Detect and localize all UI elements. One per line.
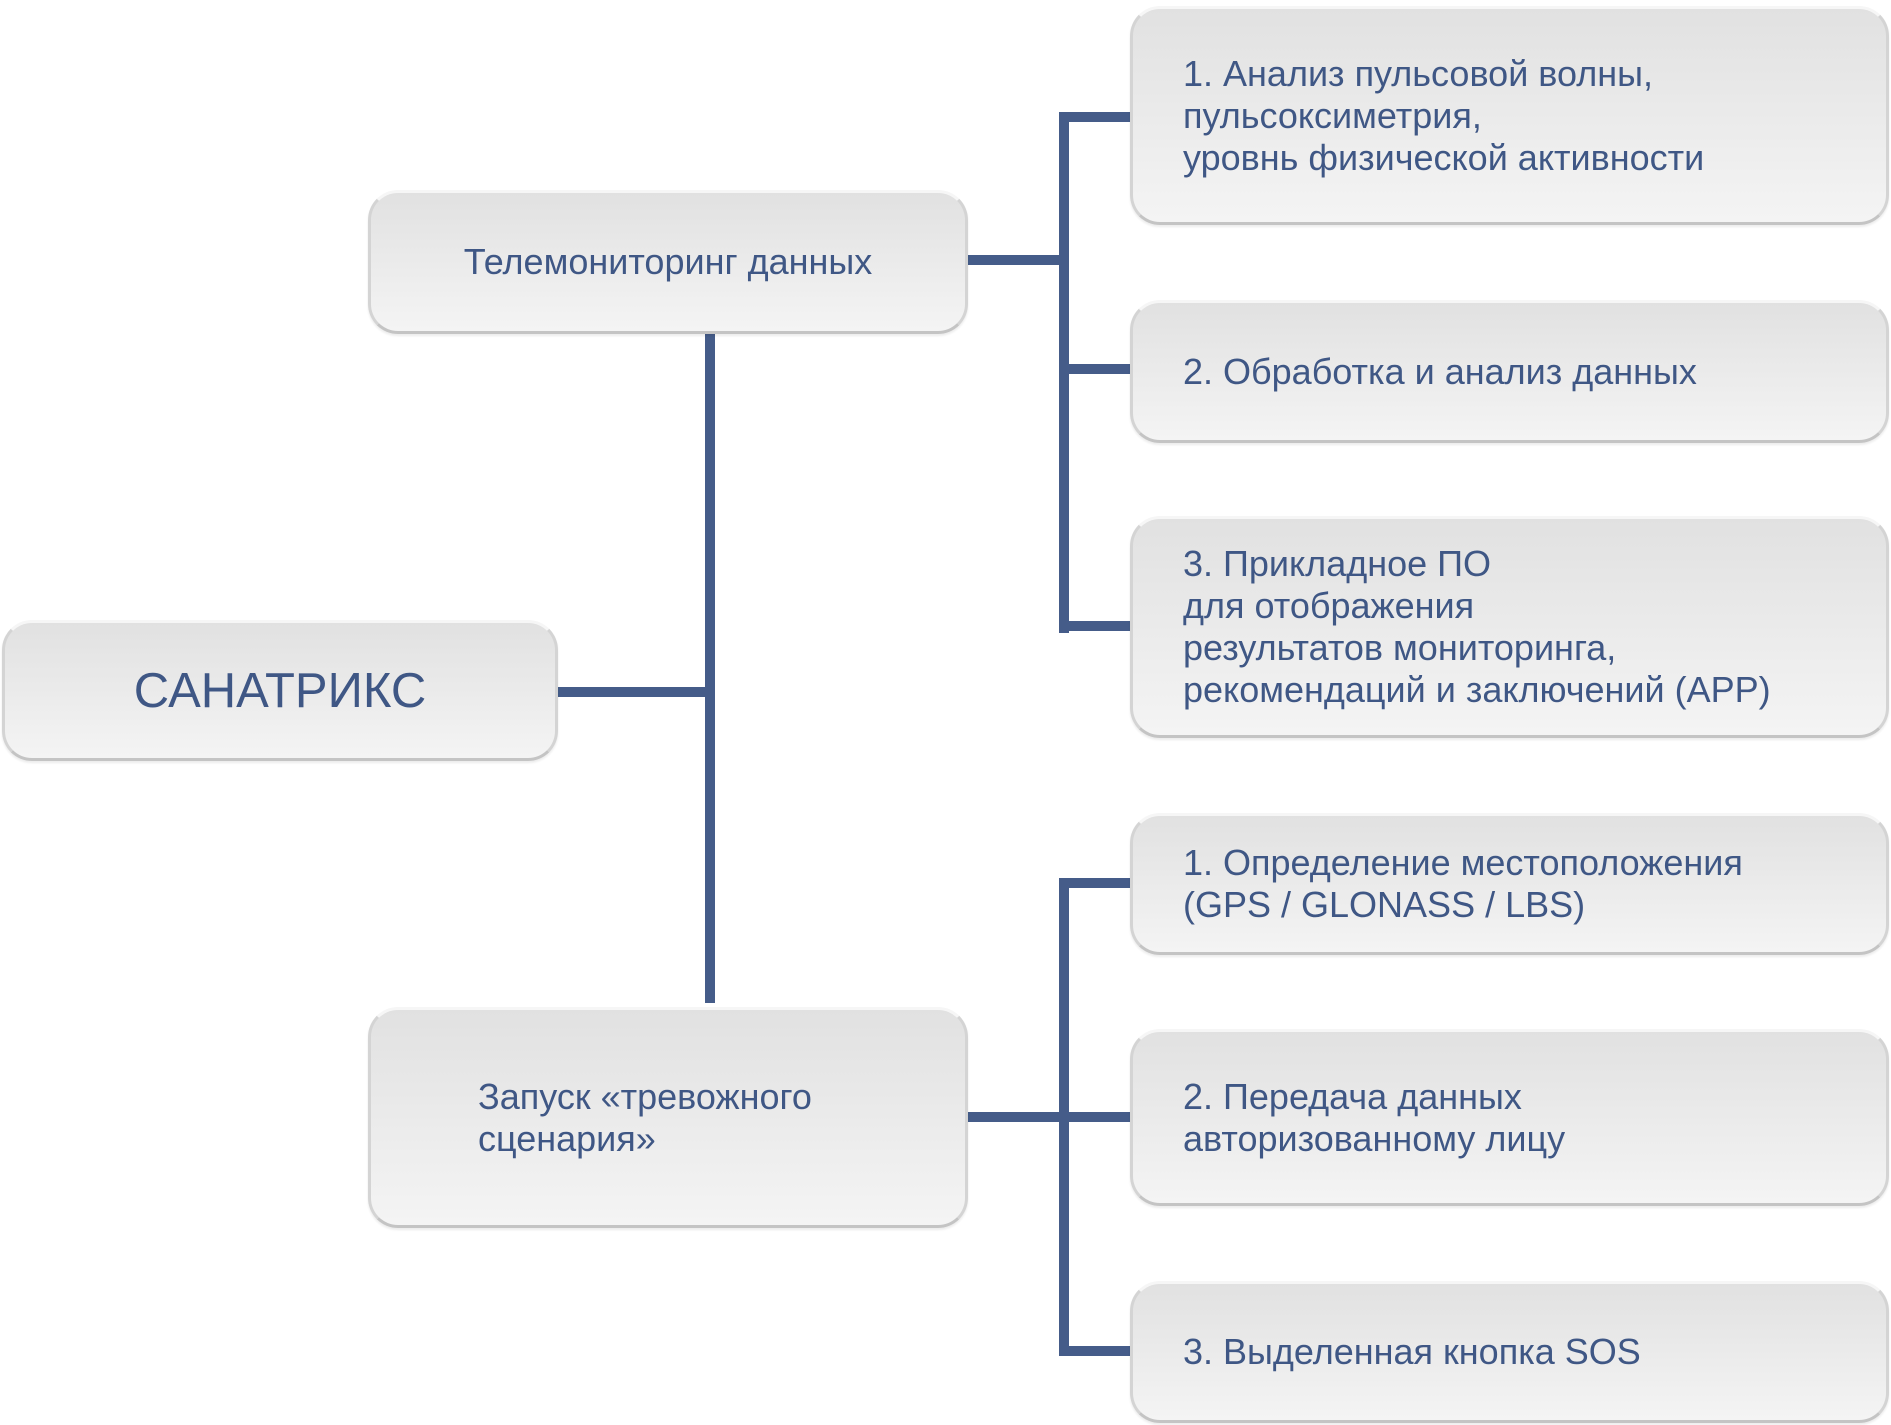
- connector-leaf: [1059, 621, 1130, 631]
- leaf-label: 2. Передача данных авторизованному лицу: [1183, 1075, 1566, 1159]
- leaf-label: 1. Определение местоположения (GPS / GLO…: [1183, 842, 1743, 925]
- leaf-node: 2. Передача данных авторизованному лицу: [1130, 1029, 1889, 1206]
- root-label: САНАТРИКС: [133, 663, 427, 718]
- leaf-label: 3. Выделенная кнопка SOS: [1183, 1331, 1641, 1372]
- connector-branch-2: [968, 1112, 1069, 1122]
- leaf-node: 1. Определение местоположения (GPS / GLO…: [1130, 813, 1889, 955]
- connector-leaf: [1059, 112, 1130, 122]
- root-node: САНАТРИКС: [2, 620, 558, 761]
- leaf-label: 1. Анализ пульсовой волны, пульсоксиметр…: [1183, 52, 1705, 178]
- connector-leaf: [1059, 1346, 1130, 1356]
- leaf-node: 3. Выделенная кнопка SOS: [1130, 1281, 1889, 1423]
- branch-label: Телемониторинг данных: [463, 241, 873, 282]
- leaf-node: 3. Прикладное ПО для отображения результ…: [1130, 516, 1889, 738]
- branch-node-alarm: Запуск «тревожного сценария»: [368, 1007, 968, 1228]
- connector-trunk: [705, 334, 715, 1003]
- branch-node-telemonitoring: Телемониторинг данных: [368, 190, 968, 334]
- leaf-label: 2. Обработка и анализ данных: [1183, 350, 1697, 392]
- leaf-node: 2. Обработка и анализ данных: [1130, 300, 1889, 443]
- branch-label: Запуск «тревожного сценария»: [478, 1075, 812, 1159]
- leaf-label: 3. Прикладное ПО для отображения результ…: [1183, 543, 1771, 710]
- connector-branch-1: [968, 255, 1069, 265]
- connector-leaf: [1059, 1112, 1130, 1122]
- connector-leaf: [1059, 364, 1130, 374]
- leaf-node: 1. Анализ пульсовой волны, пульсоксиметр…: [1130, 6, 1889, 225]
- connector-root: [558, 687, 715, 697]
- connector-leaf: [1059, 878, 1130, 888]
